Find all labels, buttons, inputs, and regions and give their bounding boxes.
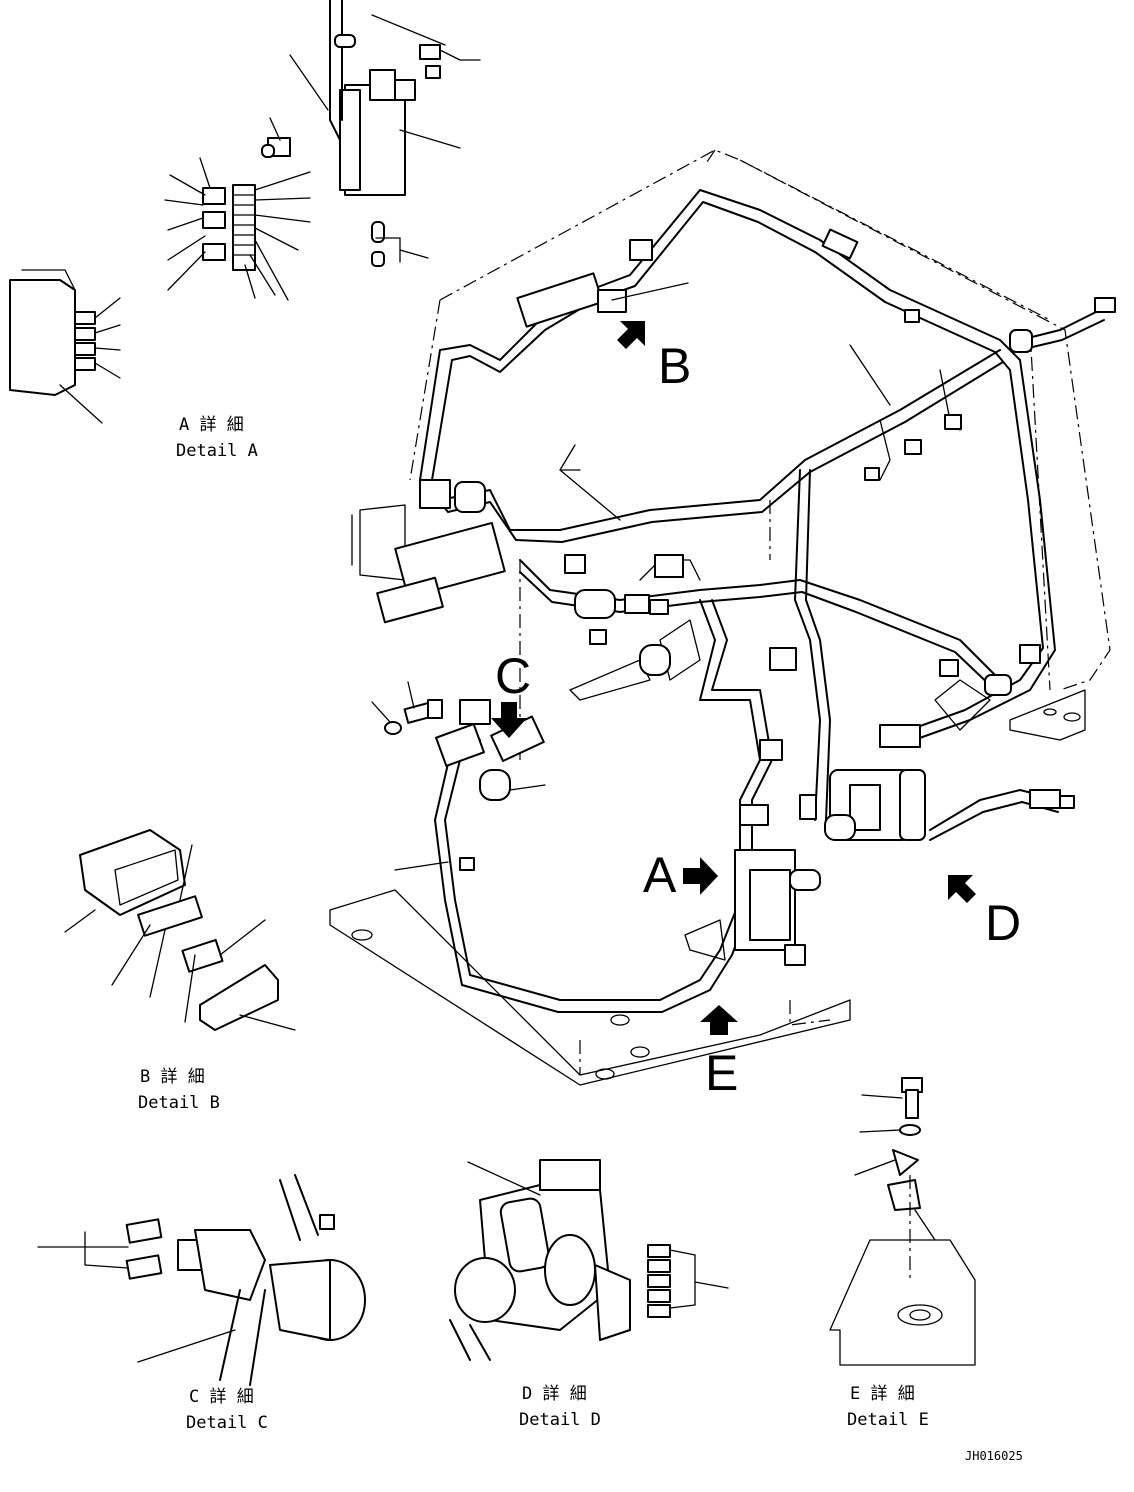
callout-arrow-b [617, 321, 645, 349]
detail-c-caption-jp: C 詳 細 [189, 1387, 254, 1407]
callout-e-letter: E [705, 1045, 738, 1101]
detail-b-caption-jp: B 詳 細 [140, 1067, 205, 1087]
harness-connectors [376, 228, 1116, 966]
detail-d-caption-en: Detail D [519, 1410, 601, 1430]
detail-a-parts [9, 0, 481, 424]
callout-arrow-e [700, 1005, 738, 1035]
detail-b-caption-en: Detail B [138, 1093, 220, 1113]
callout-b-letter: B [658, 338, 691, 394]
detail-b-parts [64, 829, 296, 1031]
detail-c-parts [37, 1174, 366, 1386]
detail-a-caption-jp: A 詳 細 [179, 415, 244, 435]
detail-a-caption-en: Detail A [176, 441, 258, 461]
callout-d-letter: D [985, 895, 1021, 951]
detail-d-parts [449, 1159, 729, 1361]
cab-outline [351, 149, 1111, 760]
callout-arrow-a [683, 857, 718, 895]
detail-d-caption-jp: D 詳 細 [522, 1384, 587, 1404]
callout-a-letter: A [643, 847, 677, 903]
bolt-washer-c [371, 681, 546, 871]
callout-arrow-d [948, 875, 976, 903]
drawing-code: JH016025 [965, 1449, 1023, 1463]
callout-c-letter: C [495, 648, 531, 704]
leader-lines-main [611, 282, 891, 406]
detail-e-caption-jp: E 詳 細 [850, 1384, 915, 1404]
detail-e-caption-en: Detail E [847, 1410, 929, 1430]
callout-arrow-c [491, 702, 527, 738]
floor-plate [329, 689, 1086, 1086]
detail-c-caption-en: Detail C [186, 1413, 268, 1433]
detail-e-parts [829, 1077, 976, 1366]
